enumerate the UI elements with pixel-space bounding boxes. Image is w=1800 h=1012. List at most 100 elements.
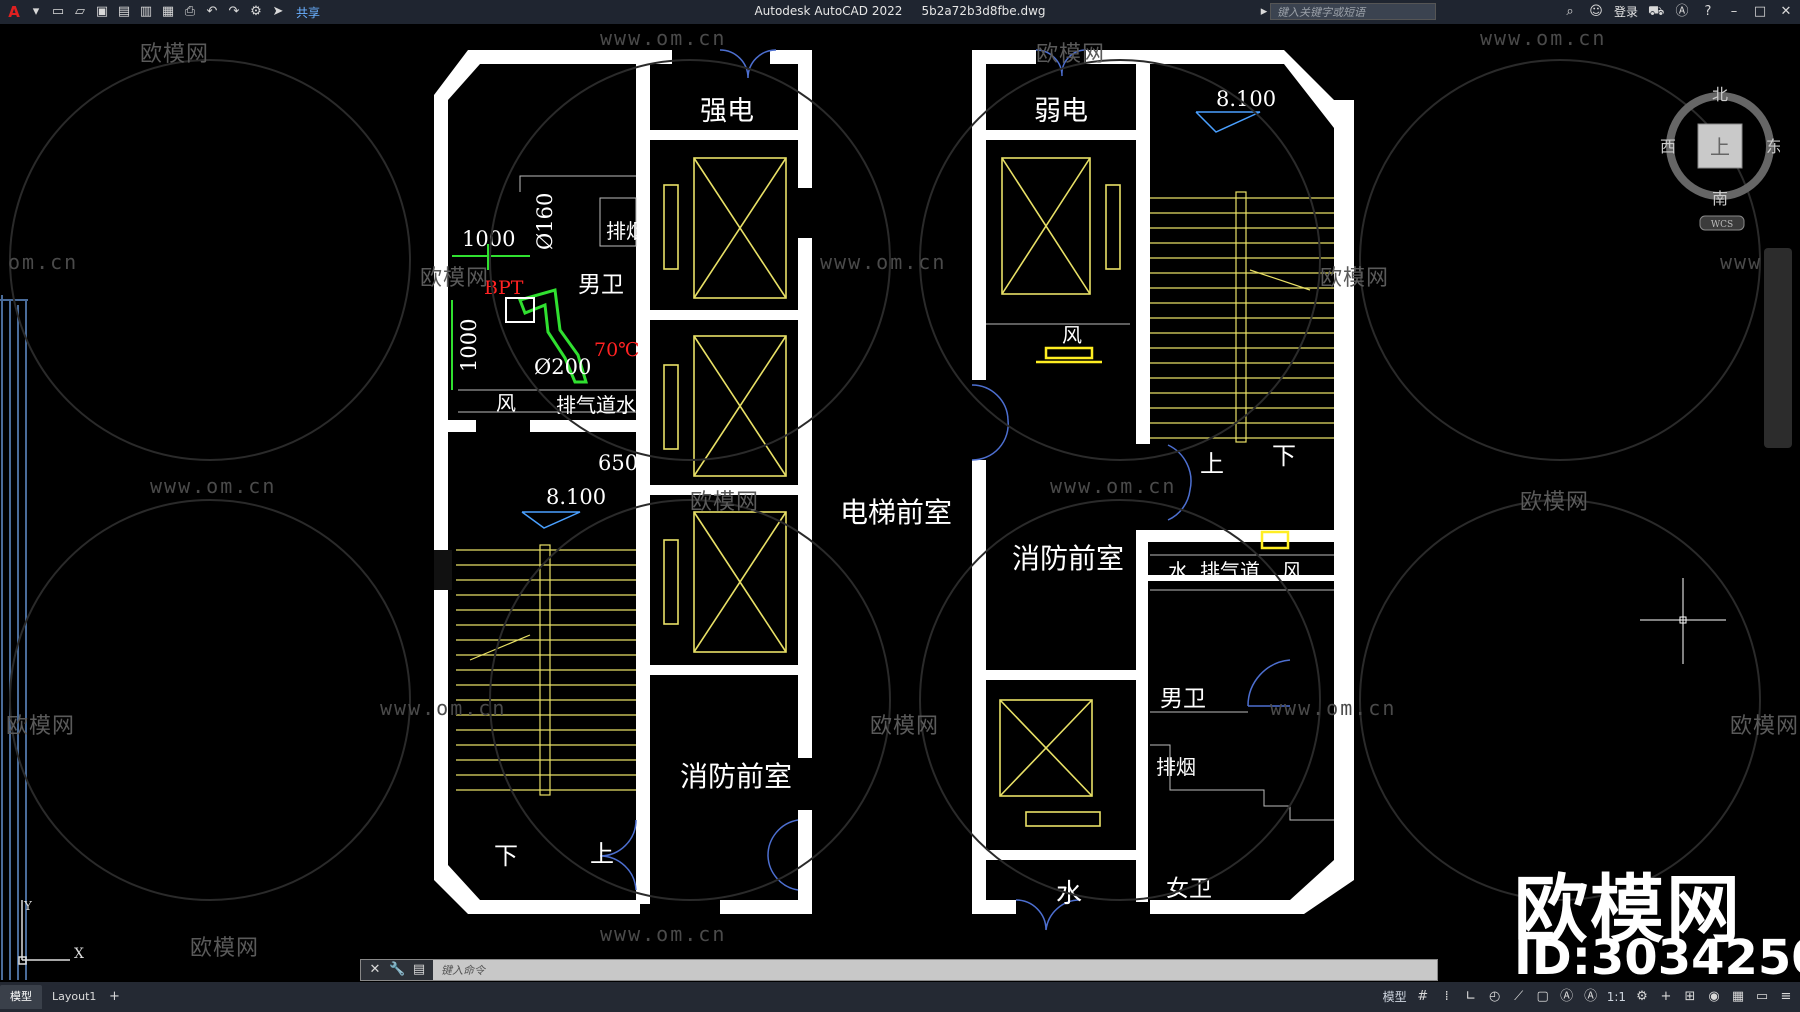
save-icon[interactable]: ▣ xyxy=(95,4,109,19)
label-exhaust-top-left: 排烟 xyxy=(606,219,646,243)
command-line[interactable]: ✕ 🔧 ▤ 键入命令 xyxy=(360,959,1438,981)
help-icon[interactable]: ? xyxy=(1704,3,1712,19)
label-water-right: 水 xyxy=(1168,559,1188,583)
close-cmd-icon[interactable]: ✕ xyxy=(369,962,381,977)
annotation-icon[interactable]: Ⓐ xyxy=(1560,988,1574,1004)
label-down-left: 下 xyxy=(494,842,518,870)
compass-east[interactable]: 东 xyxy=(1766,137,1780,156)
dim-1000-v: 1000 xyxy=(457,319,481,372)
new-file-icon[interactable]: ▭ xyxy=(51,4,65,19)
dim-bpt: BPT xyxy=(484,277,524,299)
room-strong-elec: 强电 xyxy=(700,96,754,127)
compass-west[interactable]: 西 xyxy=(1660,137,1676,156)
ortho-icon[interactable]: ∟ xyxy=(1465,988,1477,1004)
label-up-right: 上 xyxy=(1200,450,1224,478)
ucs-x-text: X xyxy=(74,946,84,962)
clean-screen-icon[interactable]: ▭ xyxy=(1755,988,1769,1004)
label-exhaust-water: 排气道水 xyxy=(556,393,636,417)
minimize-icon[interactable]: – xyxy=(1730,3,1738,19)
workspace-icon[interactable]: ⚙ xyxy=(250,4,262,19)
settings-icon[interactable]: ⚙ xyxy=(1636,988,1648,1004)
bpt-fan xyxy=(505,297,535,323)
polar-icon[interactable]: ◴ xyxy=(1489,988,1501,1004)
annotation-visibility-icon[interactable]: Ⓐ xyxy=(1584,988,1598,1004)
watermark-brand: 欧模网 xyxy=(1514,867,1742,953)
dim-650: 650 xyxy=(598,451,638,475)
interior-lines xyxy=(458,175,1334,821)
object-snap-icon[interactable]: ▢ xyxy=(1536,988,1549,1004)
label-wind-right: 风 xyxy=(1282,559,1302,583)
watermark-text: 欧模网 xyxy=(1036,42,1106,67)
watermark-url: www.om.cn xyxy=(600,26,727,50)
customize-status-icon[interactable]: ≡ xyxy=(1780,988,1792,1004)
right-elevators xyxy=(999,157,1121,827)
autodesk-account-icon[interactable]: Ⓐ xyxy=(1675,3,1689,19)
doors xyxy=(599,49,1291,931)
save-as-icon[interactable]: ▤ xyxy=(117,4,131,19)
share-label[interactable]: 共享 xyxy=(296,5,321,20)
viewcube-top-face[interactable] xyxy=(1697,123,1743,169)
right-stairs xyxy=(1150,191,1334,443)
label-wind-right-top: 风 xyxy=(1062,323,1082,347)
watermark-text: 欧模网 xyxy=(1520,490,1590,515)
customize-icon[interactable]: 🔧 xyxy=(389,962,406,977)
plot-icon[interactable]: ⎙ xyxy=(184,4,196,19)
open-web-icon[interactable]: ▥ xyxy=(139,4,153,19)
navigation-bar[interactable] xyxy=(1764,248,1792,448)
snap-icon[interactable]: ⁞ xyxy=(1444,988,1449,1004)
title-right-controls: ⌕ ☺ 登录 ⛟ Ⓐ ? – □ ✕ xyxy=(1562,3,1794,20)
redo-icon[interactable]: ↷ xyxy=(228,4,240,19)
watermark-url: www.om.cn xyxy=(1050,474,1177,498)
ucs-y-text: Y xyxy=(23,899,33,913)
watermark-url: www.om.cn xyxy=(1270,696,1397,720)
wcs-menu[interactable]: WCS xyxy=(1711,220,1733,230)
plus-icon[interactable]: + xyxy=(1660,988,1672,1004)
isolate-icon[interactable]: ◉ xyxy=(1708,988,1720,1004)
crosshair-cursor xyxy=(1640,578,1726,664)
app-menu-arrow-icon[interactable]: ▾ xyxy=(32,4,40,19)
recent-commands-icon[interactable]: ▤ xyxy=(412,962,426,977)
drawing-canvas[interactable]: Y X xyxy=(0,24,1800,986)
add-layout-icon[interactable]: + xyxy=(108,989,120,1004)
watermark-arcs xyxy=(9,59,1761,901)
autocad-logo-icon[interactable]: A xyxy=(8,3,20,21)
cart-icon[interactable]: ⛟ xyxy=(1648,3,1665,19)
watermark-url: www.om.cn xyxy=(600,922,727,946)
maximize-icon[interactable]: □ xyxy=(1753,3,1767,19)
units-icon[interactable]: ⊞ xyxy=(1684,988,1696,1004)
label-exhaust-right: 排气道 xyxy=(1200,559,1260,583)
misc-labels: 排烟 风 排气道水 风 水 排气道 风 上 下 上 下 xyxy=(494,219,1302,870)
tab-layout1[interactable]: Layout1 xyxy=(52,990,97,1003)
scale-label[interactable]: 1:1 xyxy=(1606,989,1626,1004)
dim-d160: Ø160 xyxy=(533,193,557,250)
room-fire-lobby-right: 消防前室 xyxy=(1012,542,1124,575)
hardware-icon[interactable]: ▦ xyxy=(1731,988,1745,1004)
dimension-labels: 1000 1000 Ø160 Ø200 650 8.100 8.100 BPT … xyxy=(457,87,1276,509)
undo-icon[interactable]: ↶ xyxy=(206,4,218,19)
status-tools: 模型 # ⁞ ∟ ◴ ⟋ ▢ Ⓐ Ⓐ 1:1 ⚙ + ⊞ ◉ ▦ ▭ ≡ xyxy=(1383,988,1794,1005)
compass-south[interactable]: 南 xyxy=(1712,189,1728,208)
watermark-id: ID:3034250 xyxy=(1514,930,1800,986)
share-icon[interactable]: ➤ xyxy=(272,4,284,19)
viewcube[interactable]: 上 北 南 东 西 WCS xyxy=(1660,86,1780,236)
login-label[interactable]: 登录 xyxy=(1613,5,1638,19)
search-arrow-icon[interactable]: ▸ xyxy=(1260,4,1268,19)
dim-elev-left: 8.100 xyxy=(546,485,606,509)
isodraft-icon[interactable]: ⟋ xyxy=(1514,988,1524,1004)
search-input[interactable]: 键入关键字或短语 xyxy=(1270,3,1436,20)
tab-model[interactable]: 模型 xyxy=(0,985,42,1009)
user-icon[interactable]: ☺ xyxy=(1589,3,1603,19)
model-space-label[interactable]: 模型 xyxy=(1382,990,1407,1004)
room-mens-wc-right: 男卫 xyxy=(1160,686,1206,712)
close-icon[interactable]: ✕ xyxy=(1780,3,1792,19)
save-web-icon[interactable]: ▦ xyxy=(161,4,175,19)
search-icon[interactable]: ⌕ xyxy=(1566,3,1574,19)
command-input[interactable]: 键入命令 xyxy=(441,964,485,977)
dim-1000-h: 1000 xyxy=(462,227,515,251)
app-title: Autodesk AutoCAD 2022 xyxy=(754,4,903,18)
open-file-icon[interactable]: ▱ xyxy=(75,4,85,19)
title-bar: A ▾ ▭ ▱ ▣ ▤ ▥ ▦ ⎙ ↶ ↷ ⚙ ➤ 共享 Autodesk Au… xyxy=(0,0,1800,24)
compass-north[interactable]: 北 xyxy=(1712,86,1728,104)
room-fire-lobby-left: 消防前室 xyxy=(680,760,792,793)
grid-icon[interactable]: # xyxy=(1417,988,1429,1004)
